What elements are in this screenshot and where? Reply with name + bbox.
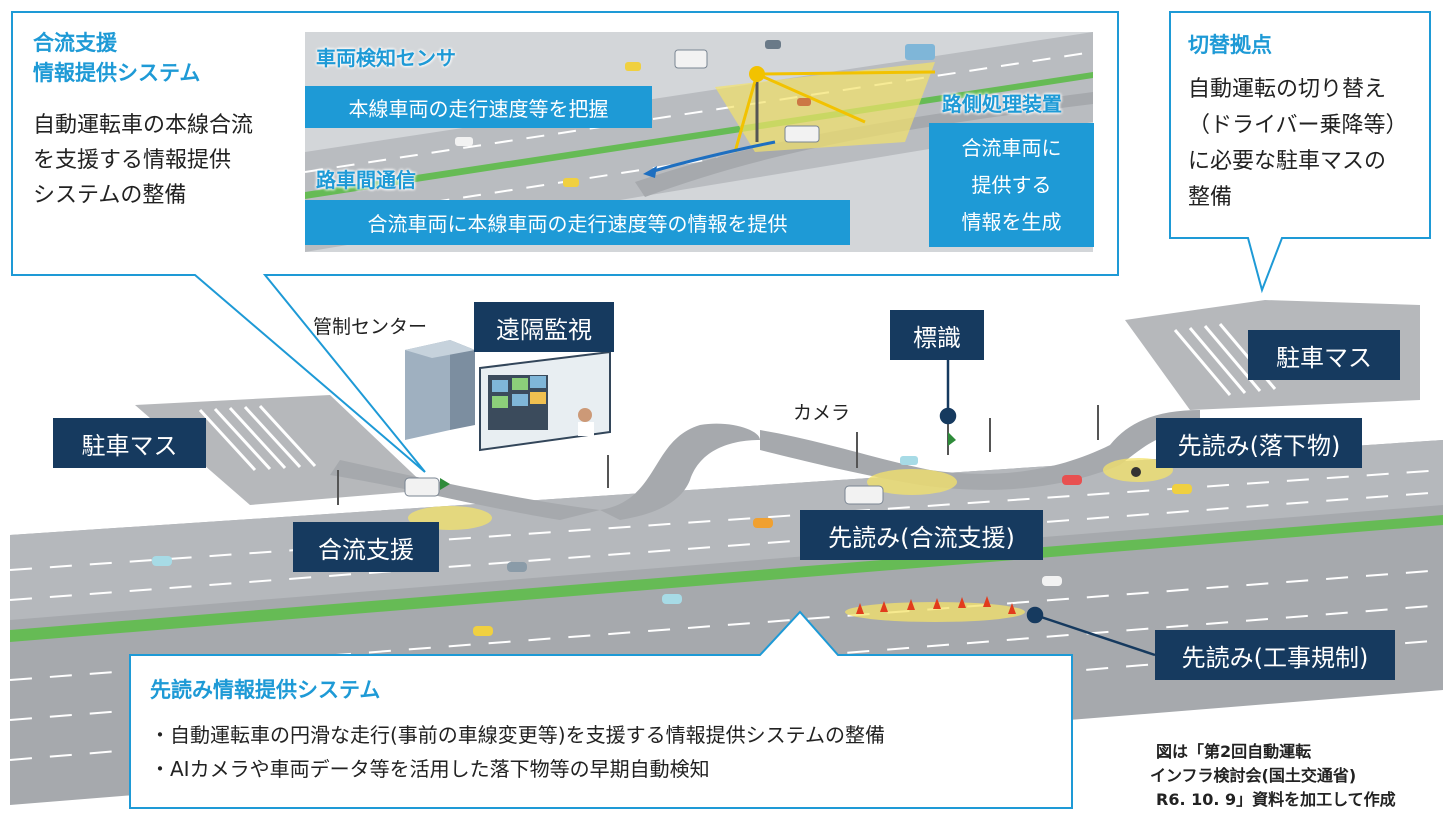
lookahead-bullet-1: ・自動運転車の円滑な走行(事前の車線変更等)を支援する情報提供システムの整備 bbox=[150, 723, 886, 747]
parking-left-label: 駐車マス bbox=[53, 418, 206, 468]
green-median bbox=[10, 515, 1443, 642]
lookahead-system-title: 先読み情報提供システム bbox=[150, 678, 381, 702]
remote-monitoring-label: 遠隔監視 bbox=[474, 302, 614, 352]
sensor-label: 車両検知センサ bbox=[316, 46, 456, 70]
highway-upper-band bbox=[10, 440, 1443, 620]
roadside-line2: 提供する bbox=[971, 172, 1052, 197]
switch-point-title: 切替拠点 bbox=[1188, 33, 1272, 57]
source-note-line3: R6. 10. 9」資料を加工して作成 bbox=[1156, 790, 1396, 809]
source-note-line2: インフラ検討会(国土交通省) bbox=[1150, 766, 1357, 785]
v2i-description-box: 合流車両に本線車両の走行速度等の情報を提供 bbox=[305, 200, 850, 245]
switch-point-body-line3: に必要な駐車マスの bbox=[1188, 149, 1387, 174]
merge-system-title: 合流支援 情報提供システム bbox=[33, 28, 200, 88]
lookahead-system-bullets: ・自動運転車の円滑な走行(事前の車線変更等)を支援する情報提供システムの整備 ・… bbox=[150, 718, 885, 786]
v2i-label: 路車間通信 bbox=[316, 168, 416, 192]
roadside-unit-box: 合流車両に 提供する 情報を生成 bbox=[929, 123, 1094, 247]
switch-point-body-line1: 自動運転の切り替え bbox=[1188, 77, 1387, 102]
merge-system-description: 自動運転車の本線合流 を支援する情報提供 システムの整備 bbox=[33, 108, 253, 213]
switch-point-body-line4: 整備 bbox=[1188, 185, 1233, 210]
roadside-unit-label: 路側処理装置 bbox=[942, 92, 1062, 116]
roadside-line3: 情報を生成 bbox=[961, 209, 1062, 234]
camera-label: カメラ bbox=[793, 402, 851, 424]
monitoring-room bbox=[479, 350, 611, 452]
sign-label: 標識 bbox=[890, 310, 984, 360]
merge-support-label: 合流支援 bbox=[293, 522, 439, 572]
merge-system-body-line3: システムの整備 bbox=[33, 183, 187, 208]
switch-point-description: 自動運転の切り替え （ドライバー乗降等） に必要な駐車マスの 整備 bbox=[1188, 72, 1408, 216]
merge-system-title-line1: 合流支援 bbox=[33, 31, 117, 55]
merge-system-body-line1: 自動運転車の本線合流 bbox=[33, 113, 254, 138]
lookahead-debris-label: 先読み(落下物) bbox=[1156, 418, 1362, 468]
parking-right-label: 駐車マス bbox=[1248, 330, 1400, 380]
left-ramp bbox=[330, 460, 600, 520]
lookahead-merge-label: 先読み(合流支援) bbox=[800, 510, 1043, 560]
switch-point-body-line2: （ドライバー乗降等） bbox=[1188, 113, 1408, 138]
lookahead-bullet-2: ・AIカメラや車両データ等を活用した落下物等の早期自動検知 bbox=[150, 757, 710, 781]
source-note-line1: 図は「第2回自動運転 bbox=[1156, 742, 1312, 761]
lookahead-construction-label: 先読み(工事規制) bbox=[1155, 630, 1395, 680]
roadside-line1: 合流車両に bbox=[961, 135, 1062, 160]
source-note: 図は「第2回自動運転 インフラ検討会(国土交通省) R6. 10. 9」資料を加… bbox=[1128, 740, 1396, 812]
sensor-description-box: 本線車両の走行速度等を把握 bbox=[305, 86, 652, 128]
merge-system-body-line2: を支援する情報提供 bbox=[33, 148, 232, 173]
debris-object bbox=[1131, 467, 1141, 477]
control-center-label: 管制センター bbox=[313, 316, 428, 338]
control-center-building bbox=[405, 340, 475, 440]
merge-system-title-line2: 情報提供システム bbox=[33, 61, 201, 85]
